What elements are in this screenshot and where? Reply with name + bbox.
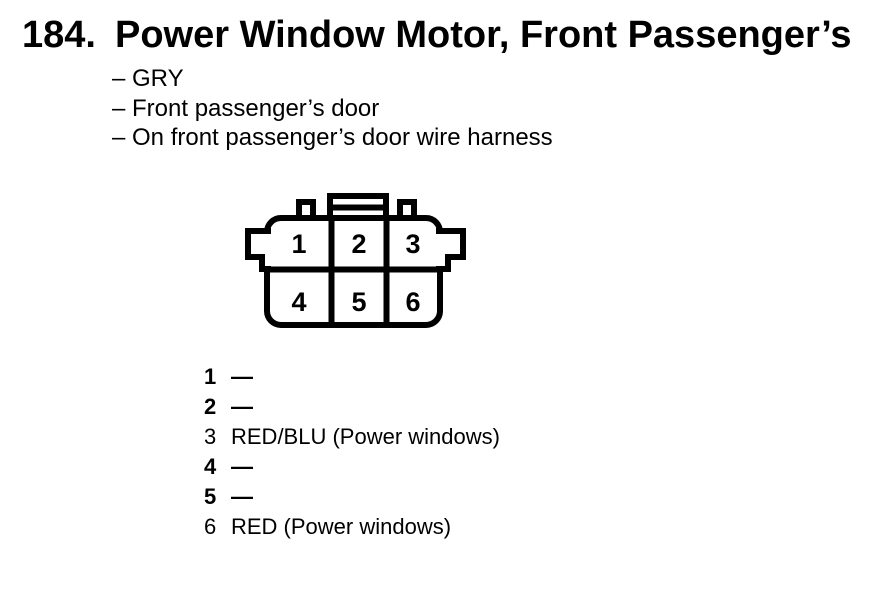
cavity-number: 3 xyxy=(405,229,420,259)
pin-row: 2— xyxy=(204,392,500,422)
pin-number: 2 xyxy=(204,394,217,419)
connector-diagram: 1 2 3 4 5 6 xyxy=(245,193,466,328)
page-title: 184. Power Window Motor, Front Passenger’… xyxy=(22,16,852,54)
pin-number: 1 xyxy=(204,364,217,389)
pin-row: 4— xyxy=(204,452,500,482)
mount-ear-left-icon xyxy=(245,228,271,272)
detail-harness: – On front passenger’s door wire harness xyxy=(112,124,553,151)
pin-number: 6 xyxy=(204,514,217,539)
cavity-number: 1 xyxy=(291,229,306,259)
pin-wire-label: — xyxy=(231,454,253,479)
pin-wire-label: RED (Power windows) xyxy=(231,514,452,539)
detail-location: – Front passenger’s door xyxy=(112,94,380,122)
item-title: Power Window Motor, Front Passenger’s xyxy=(114,14,852,56)
pin-wire-label: — xyxy=(231,364,253,389)
pin-row: 6 RED (Power windows) xyxy=(204,512,500,542)
pin-wire-label: RED/BLU (Power windows) xyxy=(231,424,500,449)
cavity-number: 6 xyxy=(405,287,420,317)
pin-row: 3 RED/BLU (Power windows) xyxy=(204,422,500,452)
pin-row: 5— xyxy=(204,482,500,512)
cavity-number: 5 xyxy=(351,287,366,317)
pin-row: 1— xyxy=(204,362,500,392)
pin-wire-label: — xyxy=(231,394,253,419)
mount-ear-right-icon xyxy=(436,228,466,272)
pin-number: 3 xyxy=(204,424,217,449)
pin-number: 5 xyxy=(204,484,217,509)
pin-wire-label: — xyxy=(231,484,253,509)
item-number: 184. xyxy=(22,14,96,56)
cavity-number: 4 xyxy=(291,287,306,317)
connector-details: – GRY – Front passenger’s door – On fron… xyxy=(112,64,553,153)
pin-number: 4 xyxy=(204,454,217,479)
detail-color-code: – GRY xyxy=(112,65,184,92)
cavity-number: 2 xyxy=(351,229,366,259)
